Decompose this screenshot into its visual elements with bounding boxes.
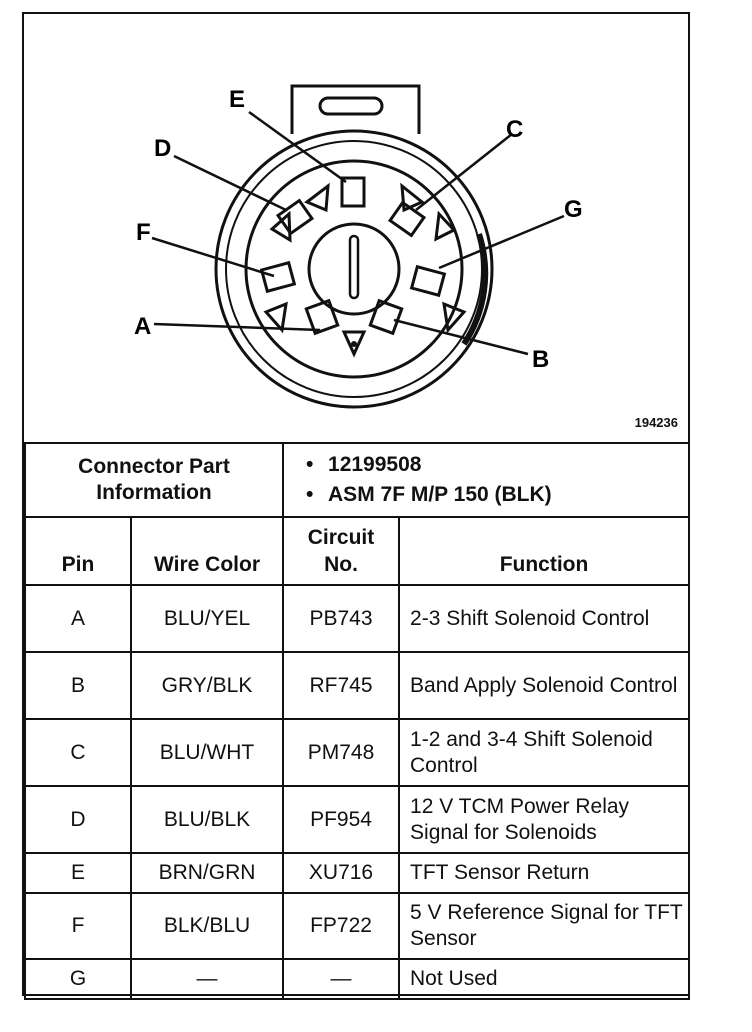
circuit-cell: RF745 xyxy=(282,651,401,720)
table-row: B GRY/BLK RF745 Band Apply Solenoid Cont… xyxy=(24,651,691,720)
table-row: A BLU/YEL PB743 2-3 Shift Solenoid Contr… xyxy=(24,584,691,653)
function-cell: 2-3 Shift Solenoid Control xyxy=(398,584,691,653)
pin-label-c: C xyxy=(506,116,523,143)
function-cell: Band Apply Solenoid Control xyxy=(398,651,691,720)
function-column-header: Function xyxy=(398,516,691,586)
wire-color-cell: — xyxy=(129,958,285,1000)
function-cell: 5 V Reference Signal for TFT Sensor xyxy=(398,892,691,960)
table-row: D BLU/BLK PF954 12 V TCM Power Relay Sig… xyxy=(24,785,691,854)
circuit-cell: XU716 xyxy=(282,852,401,894)
table-row: E BRN/GRN XU716 TFT Sensor Return xyxy=(24,852,691,894)
wire-color-cell: BLU/BLK xyxy=(129,785,285,854)
pin-d-socket xyxy=(275,198,315,236)
table-row: G — — Not Used xyxy=(24,958,691,1000)
connector-info-row: Connector Part Information 12199508 ASM … xyxy=(23,442,691,518)
pin-label-g: G xyxy=(564,196,583,223)
pin-c-socket xyxy=(387,200,427,238)
pin-label-a: A xyxy=(134,313,151,340)
table-row: C BLU/WHT PM748 1-2 and 3-4 Shift Soleno… xyxy=(24,718,691,787)
circuit-cell: PB743 xyxy=(282,584,401,653)
connector-sheet: E D C G F A B 194236 Connector Part Info… xyxy=(22,12,691,1000)
wire-color-cell: BRN/GRN xyxy=(129,852,285,894)
pin-label-e: E xyxy=(229,86,245,113)
pin-cell: C xyxy=(24,718,132,787)
pin-label-d: D xyxy=(154,135,171,162)
pinout-table: Connector Part Information 12199508 ASM … xyxy=(23,442,691,1000)
pin-cell: B xyxy=(24,651,132,720)
pin-cell: A xyxy=(24,584,132,653)
table-row: F BLK/BLU FP722 5 V Reference Signal for… xyxy=(24,892,691,960)
connector-face-drawing: E D C G F A B xyxy=(134,84,583,409)
circuit-cell: PM748 xyxy=(282,718,401,787)
wire-color-cell: BLK/BLU xyxy=(129,892,285,960)
wire-color-cell: BLU/WHT xyxy=(129,718,285,787)
function-cell: 12 V TCM Power Relay Signal for Solenoid… xyxy=(398,785,691,854)
circuit-cell: FP722 xyxy=(282,892,401,960)
part-numbers-cell: 12199508 ASM 7F M/P 150 (BLK) xyxy=(282,442,691,518)
part-number: ASM 7F M/P 150 (BLK) xyxy=(306,480,688,510)
pin-cell: D xyxy=(24,785,132,854)
pin-e-socket xyxy=(340,176,366,208)
part-number-list: 12199508 ASM 7F M/P 150 (BLK) xyxy=(284,444,688,516)
function-cell: TFT Sensor Return xyxy=(398,852,691,894)
part-number: 12199508 xyxy=(306,450,688,480)
circuit-no-column-header: Circuit No. xyxy=(282,516,401,586)
pin-label-f: F xyxy=(136,219,151,246)
pin-cell: F xyxy=(24,892,132,960)
pin-a-socket xyxy=(304,298,340,336)
circuit-cell: — xyxy=(282,958,401,1000)
pin-cell: G xyxy=(24,958,132,1000)
pin-column-header: Pin xyxy=(24,516,132,586)
column-header-row: Pin Wire Color Circuit No. Function xyxy=(24,516,691,586)
wire-color-cell: BLU/YEL xyxy=(129,584,285,653)
function-cell: Not Used xyxy=(398,958,691,1000)
circuit-cell: PF954 xyxy=(282,785,401,854)
pin-label-b: B xyxy=(532,346,549,373)
connector-info-label: Connector Part Information xyxy=(23,442,285,518)
figure-number: 194236 xyxy=(634,415,678,430)
wire-color-column-header: Wire Color xyxy=(129,516,285,586)
pin-g-socket xyxy=(409,264,447,298)
pin-cell: E xyxy=(24,852,132,894)
wire-color-cell: GRY/BLK xyxy=(129,651,285,720)
connector-diagram: E D C G F A B 194236 xyxy=(24,14,688,442)
pin-f-socket xyxy=(259,260,297,294)
function-cell: 1-2 and 3-4 Shift Solenoid Control xyxy=(398,718,691,787)
